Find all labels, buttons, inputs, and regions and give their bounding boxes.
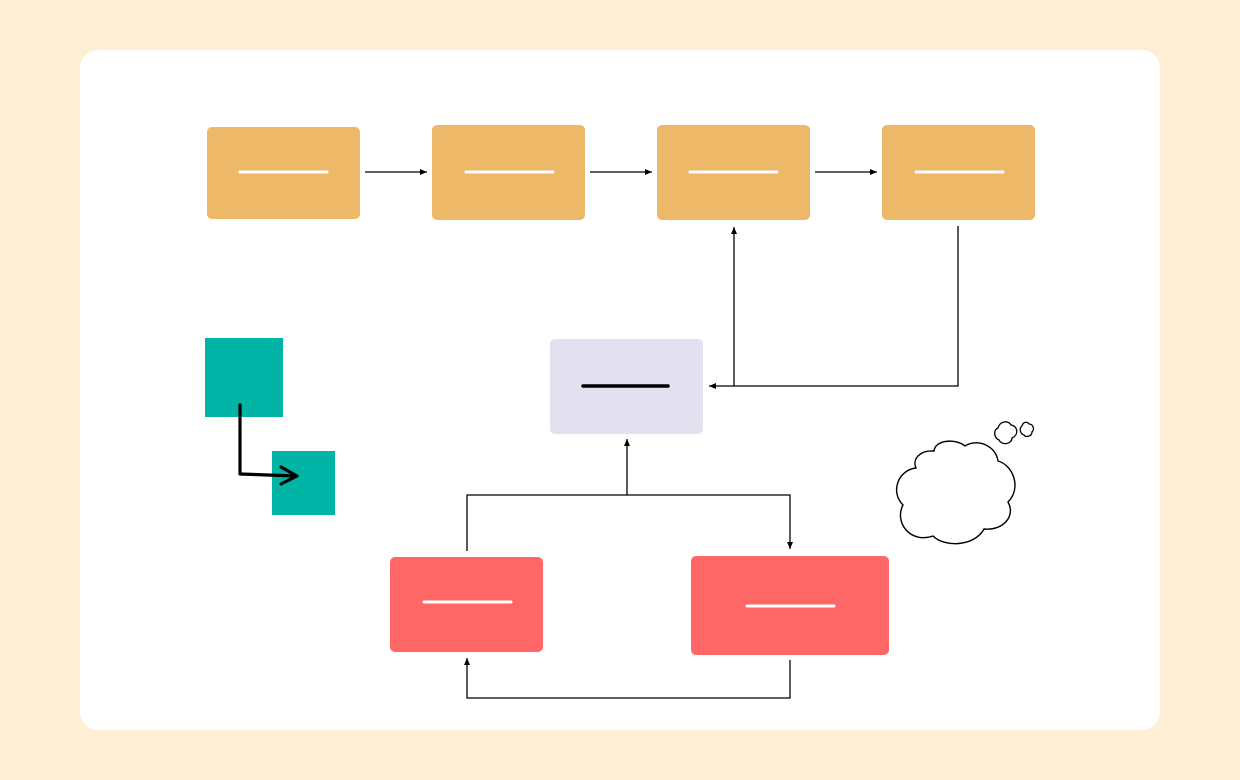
alert-box-right[interactable] xyxy=(691,556,889,655)
process-box-2[interactable] xyxy=(432,125,585,220)
thought-bubble-small xyxy=(1019,421,1035,438)
alert-box-left-shape xyxy=(390,557,543,652)
thought-bubble-medium xyxy=(994,421,1018,445)
process-box-1[interactable] xyxy=(207,127,360,219)
sticky-square-large[interactable] xyxy=(205,338,283,417)
thought-cloud-body xyxy=(895,440,1016,545)
connector-alert-left-tree[interactable] xyxy=(466,494,793,551)
connector-process-4-to-decision[interactable] xyxy=(709,226,959,389)
alert-box-left[interactable] xyxy=(390,557,543,652)
sticky-connector-arrow[interactable] xyxy=(238,403,298,478)
process-box-4[interactable] xyxy=(882,125,1035,220)
process-box-3[interactable] xyxy=(657,125,810,220)
sticky-connector-arrowhead xyxy=(279,465,299,486)
decision-box[interactable] xyxy=(550,339,703,434)
connector-alert-right-to-alert-left[interactable] xyxy=(464,658,791,699)
thought-cloud[interactable] xyxy=(895,421,1035,545)
